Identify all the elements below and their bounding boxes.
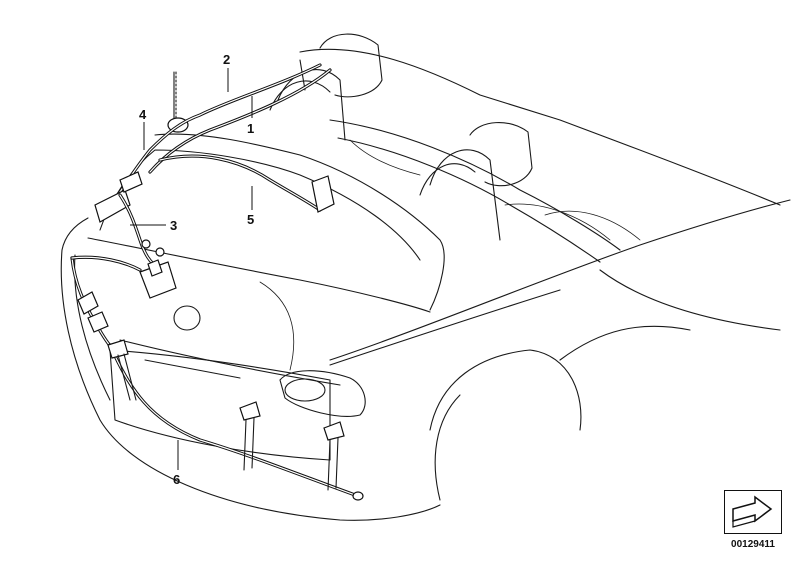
callout-5: 5 — [247, 212, 254, 227]
part-arrow-icon — [732, 495, 773, 528]
reference-code: 00129411 — [731, 539, 775, 550]
wiring-harness — [70, 63, 364, 501]
callout-3: 3 — [170, 218, 177, 233]
callout-4: 4 — [139, 107, 147, 122]
callouts: 2 1 4 3 5 6 — [130, 52, 254, 487]
callout-6: 6 — [173, 472, 180, 487]
callout-1: 1 — [247, 121, 254, 136]
callout-2: 2 — [223, 52, 230, 67]
car-body-outline — [60, 33, 791, 521]
reference-arrow-box — [724, 490, 782, 534]
